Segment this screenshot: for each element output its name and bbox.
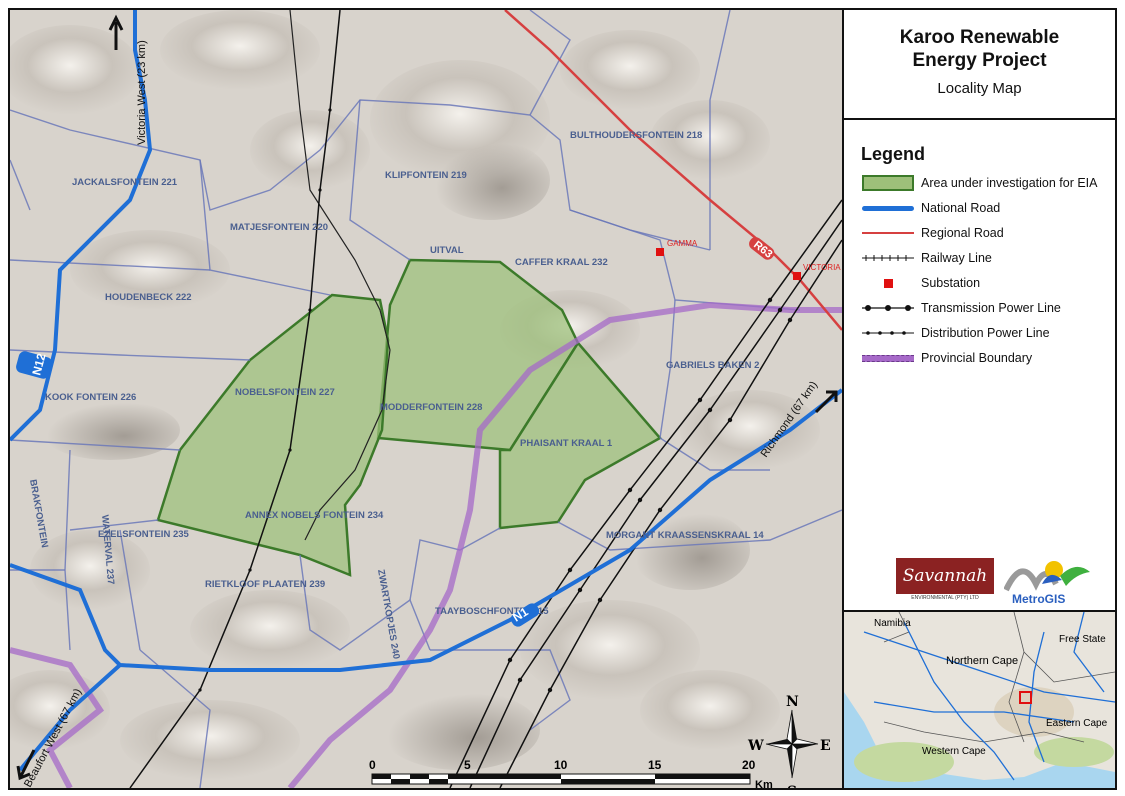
regional-road-swatch-icon: [861, 223, 915, 243]
substation-gamma-label: GAMMA: [667, 239, 698, 248]
legend-item-study-area: Area under investigation for EIA: [861, 172, 1098, 194]
railway-line: [289, 10, 391, 541]
scale-tick: 10: [554, 758, 568, 772]
inset-map[interactable]: Namibia Free State Northern Cape Eastern…: [844, 610, 1115, 788]
logos: Savannah ENVIRONMENTAL (PTY) LTD MetroGI…: [844, 550, 1115, 610]
map-subtitle: Locality Map: [937, 80, 1022, 97]
farm-label: MODDERFONTEIN 228: [380, 402, 482, 413]
metrogis-logo: MetroGIS: [1004, 561, 1090, 606]
transmission-line-nodes: [198, 108, 793, 693]
legend-label: Regional Road: [921, 226, 1004, 240]
scale-unit: Km: [755, 779, 773, 788]
north-arrow-icon: [108, 14, 124, 50]
victoria-west-label: Victoria West (23 km): [136, 40, 148, 145]
farm-label: MORGANT KRAASSENSKRAAL 14: [606, 530, 764, 541]
legend-heading: Legend: [861, 144, 926, 164]
title-block: Karoo Renewable Energy Project Locality …: [844, 10, 1115, 120]
substations[interactable]: GAMMA VICTORIA: [656, 239, 841, 280]
transmission-line-swatch-icon: [861, 298, 915, 318]
savannah-logo-sub: ENVIRONMENTAL (PTY) LTD: [911, 595, 979, 601]
inset-land: [844, 612, 1115, 782]
legend-label: Distribution Power Line: [921, 326, 1050, 340]
inset-locator: [1019, 691, 1032, 704]
farm-label: JACKALSFONTEIN 221: [72, 177, 178, 188]
inset-label: Free State: [1059, 634, 1106, 645]
compass-n: N: [786, 694, 799, 710]
farm-label: MATJESFONTEIN 220: [230, 222, 328, 233]
legend-label: Railway Line: [921, 251, 992, 265]
farm-label: UITVAL: [430, 245, 464, 256]
legend-item-national-road: National Road: [861, 197, 1000, 219]
inset-terrain: [854, 687, 1114, 782]
farm-label: BULTHOUDERSFONTEIN 218: [570, 130, 702, 141]
farm-label: NOBELSFONTEIN 227: [235, 387, 335, 398]
legend-item-transmission: Transmission Power Line: [861, 297, 1061, 319]
farm-labels: JACKALSFONTEIN 221 KLIPFONTEIN 219 BULTH…: [27, 130, 764, 660]
provincial-boundary-swatch-icon: [861, 348, 915, 368]
legend-item-distribution: Distribution Power Line: [861, 322, 1050, 344]
legend-item-provincial-boundary: Provincial Boundary: [861, 347, 1032, 369]
legend-item-regional-road: Regional Road: [861, 222, 1004, 244]
scale-bar: 0 5 10 15 20 Km: [369, 758, 773, 788]
compass-rose: N S E W: [747, 694, 831, 788]
national-roads[interactable]: [10, 10, 842, 772]
substation-gamma[interactable]: [656, 248, 664, 256]
n12-label: N12: [29, 352, 48, 377]
scale-tick: 0: [369, 758, 376, 772]
scale-tick: 15: [648, 758, 662, 772]
farm-label: KOOK FONTEIN 226: [45, 392, 136, 403]
national-road-swatch-icon: [861, 198, 915, 218]
substation-swatch-icon: [861, 273, 915, 293]
farm-label: RIETKLOOF PLAATEN 239: [205, 579, 325, 590]
inset-label: Eastern Cape: [1046, 718, 1108, 729]
farm-label: PHAISANT KRAAL 1: [520, 438, 613, 449]
metrogis-logo-text: MetroGIS: [1012, 592, 1065, 606]
substation-victoria[interactable]: [793, 272, 801, 280]
provincial-boundary-line: [287, 301, 842, 788]
legend-item-railway: Railway Line: [861, 247, 992, 269]
railway-swatch-icon: [861, 248, 915, 268]
legend: Legend Area under investigation for EIA …: [844, 122, 1115, 610]
distribution-line-swatch-icon: [861, 323, 915, 343]
farm-label: CAFFER KRAAL 232: [515, 257, 608, 268]
legend-label: Area under investigation for EIA: [921, 176, 1098, 190]
legend-item-substation: Substation: [861, 272, 980, 294]
scale-tick: 20: [742, 758, 756, 772]
terrain-hillshade: [10, 10, 820, 780]
farm-label: HOUDENBECK 222: [105, 292, 192, 303]
locality-map[interactable]: GAMMA VICTORIA JACKALSFONTEIN 221 KLIPFO…: [10, 10, 844, 788]
map-sheet: GAMMA VICTORIA JACKALSFONTEIN 221 KLIPFO…: [8, 8, 1117, 790]
savannah-logo-text: Savannah: [902, 566, 988, 586]
east-arrow-icon: [814, 390, 838, 414]
substation-victoria-label: VICTORIA: [803, 263, 841, 272]
scale-tick: 5: [464, 758, 471, 772]
savannah-logo: Savannah: [896, 558, 994, 594]
compass-s: S: [787, 784, 797, 788]
southwest-arrow-icon: [16, 749, 36, 781]
farm-label: ANNEX NOBELS FONTEIN 234: [245, 510, 384, 521]
map-title-line2: Energy Project: [912, 50, 1047, 71]
farm-label: KLIPFONTEIN 219: [385, 170, 467, 181]
legend-label: Provincial Boundary: [921, 351, 1033, 365]
legend-label: National Road: [921, 201, 1001, 215]
legend-label: Transmission Power Line: [921, 301, 1061, 315]
farm-label: GABRIELS BAKEN 2: [666, 360, 759, 371]
study-area-polygons[interactable]: [156, 258, 662, 577]
inset-label: Namibia: [874, 618, 911, 629]
farm-label: EZELSFONTEIN 235: [98, 529, 190, 540]
inset-label: Northern Cape: [946, 655, 1018, 667]
compass-e: E: [820, 738, 831, 754]
map-title-line1: Karoo Renewable: [899, 27, 1060, 48]
compass-w: W: [747, 738, 764, 754]
legend-label: Substation: [921, 276, 981, 290]
farm-label: TAAYBOSCHFONTEIN 15: [435, 606, 549, 617]
inset-label: Western Cape: [922, 746, 986, 757]
provincial-boundary-sw: [10, 647, 105, 788]
study-area-swatch-icon: [861, 173, 915, 193]
side-panel: Karoo Renewable Energy Project Locality …: [844, 10, 1115, 788]
